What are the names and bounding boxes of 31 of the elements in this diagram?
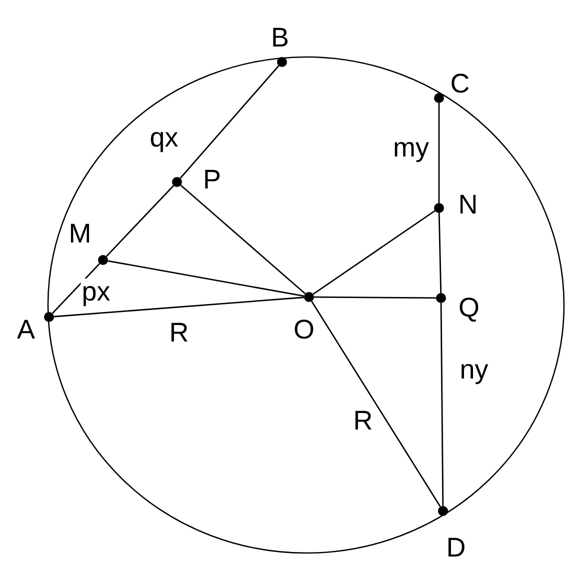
point-dot — [98, 255, 108, 265]
point-dot — [434, 203, 444, 213]
point-label: N — [458, 192, 478, 218]
point-label: A — [17, 316, 35, 344]
point-dot — [172, 177, 182, 187]
point-label: M — [68, 220, 92, 248]
point-label: O — [294, 316, 314, 344]
edge-label: px — [80, 278, 112, 306]
line-segment — [180, 184, 306, 294]
line-segment — [440, 303, 444, 506]
point-dot — [436, 293, 446, 303]
point-dot — [44, 312, 54, 322]
line-segment — [311, 300, 441, 508]
point-label: Q — [458, 294, 480, 322]
point-label: D — [446, 534, 466, 562]
point-dot — [277, 57, 287, 67]
line-segment — [180, 65, 280, 179]
point-label: P — [203, 166, 221, 194]
line-segment — [52, 263, 100, 314]
line-segment — [314, 296, 436, 299]
line-segment — [54, 296, 304, 318]
line-segment — [312, 210, 436, 295]
line-segment — [106, 185, 174, 257]
point-dot — [304, 292, 314, 302]
line-segment — [438, 212, 442, 294]
point-label: B — [271, 24, 289, 52]
point-dot — [434, 93, 444, 103]
point-label: C — [450, 70, 470, 98]
line-segment — [108, 260, 304, 297]
point-dot — [438, 506, 448, 516]
line-segment — [438, 103, 440, 203]
